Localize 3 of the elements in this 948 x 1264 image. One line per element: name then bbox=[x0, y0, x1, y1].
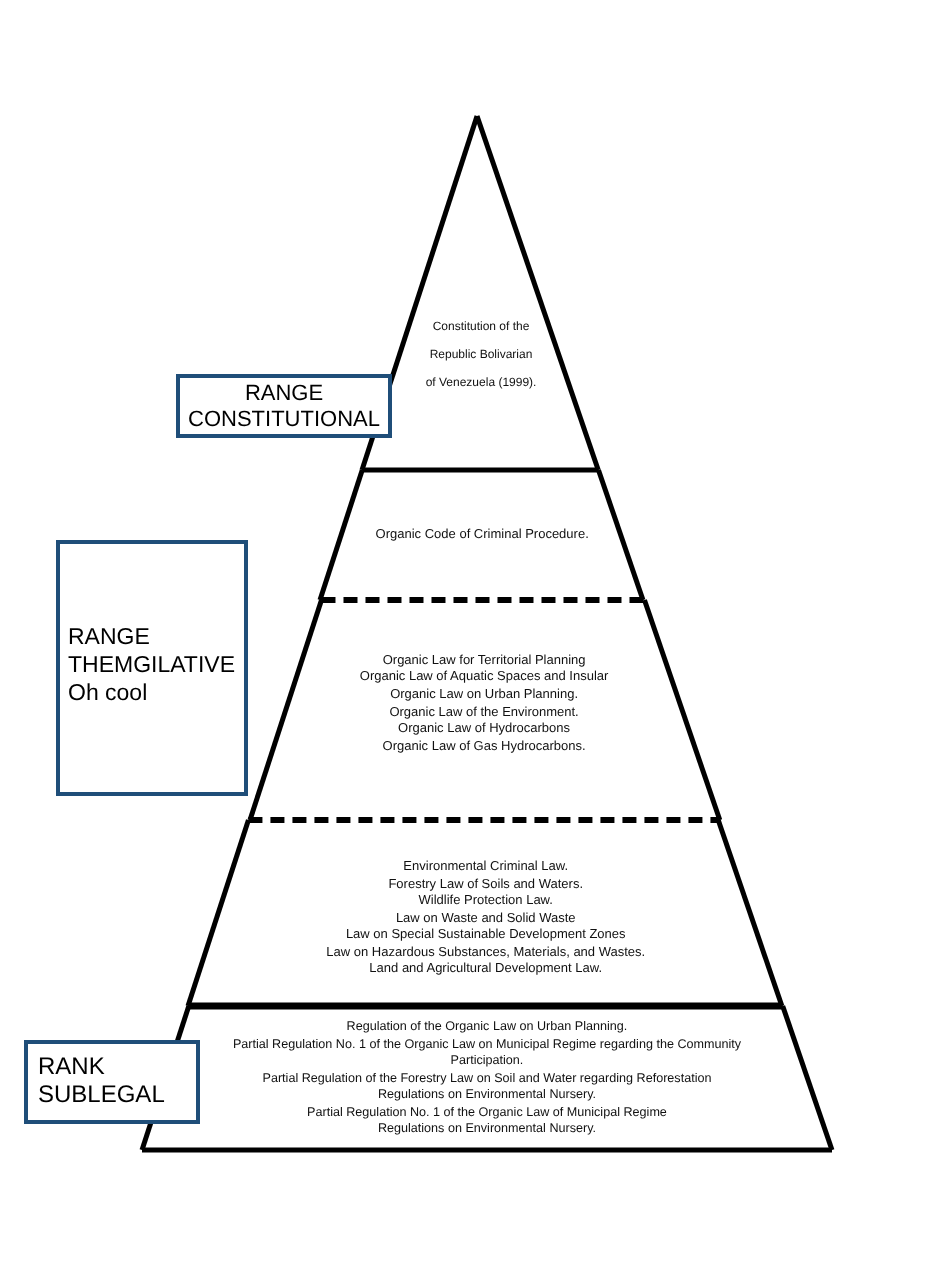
range-label-box: RANGE CONSTITUTIONAL bbox=[176, 374, 392, 438]
range-label-box: RANGE THEMGILATIVE Oh cool bbox=[56, 540, 248, 796]
range-label-box: RANK SUBLEGAL bbox=[24, 1040, 200, 1124]
